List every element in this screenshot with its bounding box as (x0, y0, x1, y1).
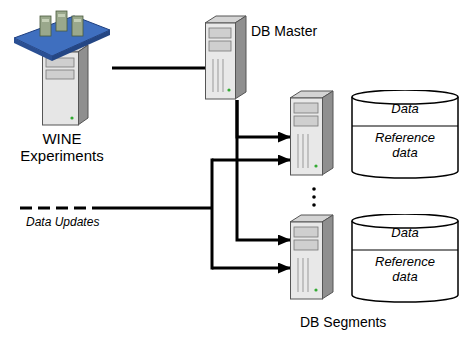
node-text: Reference data (370, 131, 440, 161)
server-icon (205, 15, 247, 100)
updates-label: Data Updates (26, 216, 99, 230)
connector-line (112, 67, 205, 70)
node-text: Data (352, 226, 458, 241)
node-text: Data (352, 102, 458, 117)
connector-line (237, 100, 290, 240)
experiment-server: WINE Experiments (12, 6, 112, 171)
connector-line (237, 100, 290, 137)
ellipsis-dots (312, 187, 316, 207)
node-text: Reference data (370, 255, 440, 285)
server-icon (290, 214, 334, 300)
segments-label: DB Segments (300, 314, 386, 330)
server-icon (290, 90, 334, 176)
master-server: DB Master (205, 15, 323, 100)
node-text: DB Master (251, 23, 323, 39)
segment-server: DataReference data (290, 90, 462, 180)
node-text: WINE Experiments (12, 130, 112, 165)
segment-server: DataReference data (290, 214, 462, 304)
data-updates-lines (20, 159, 290, 270)
wine-server-icon (12, 6, 112, 128)
